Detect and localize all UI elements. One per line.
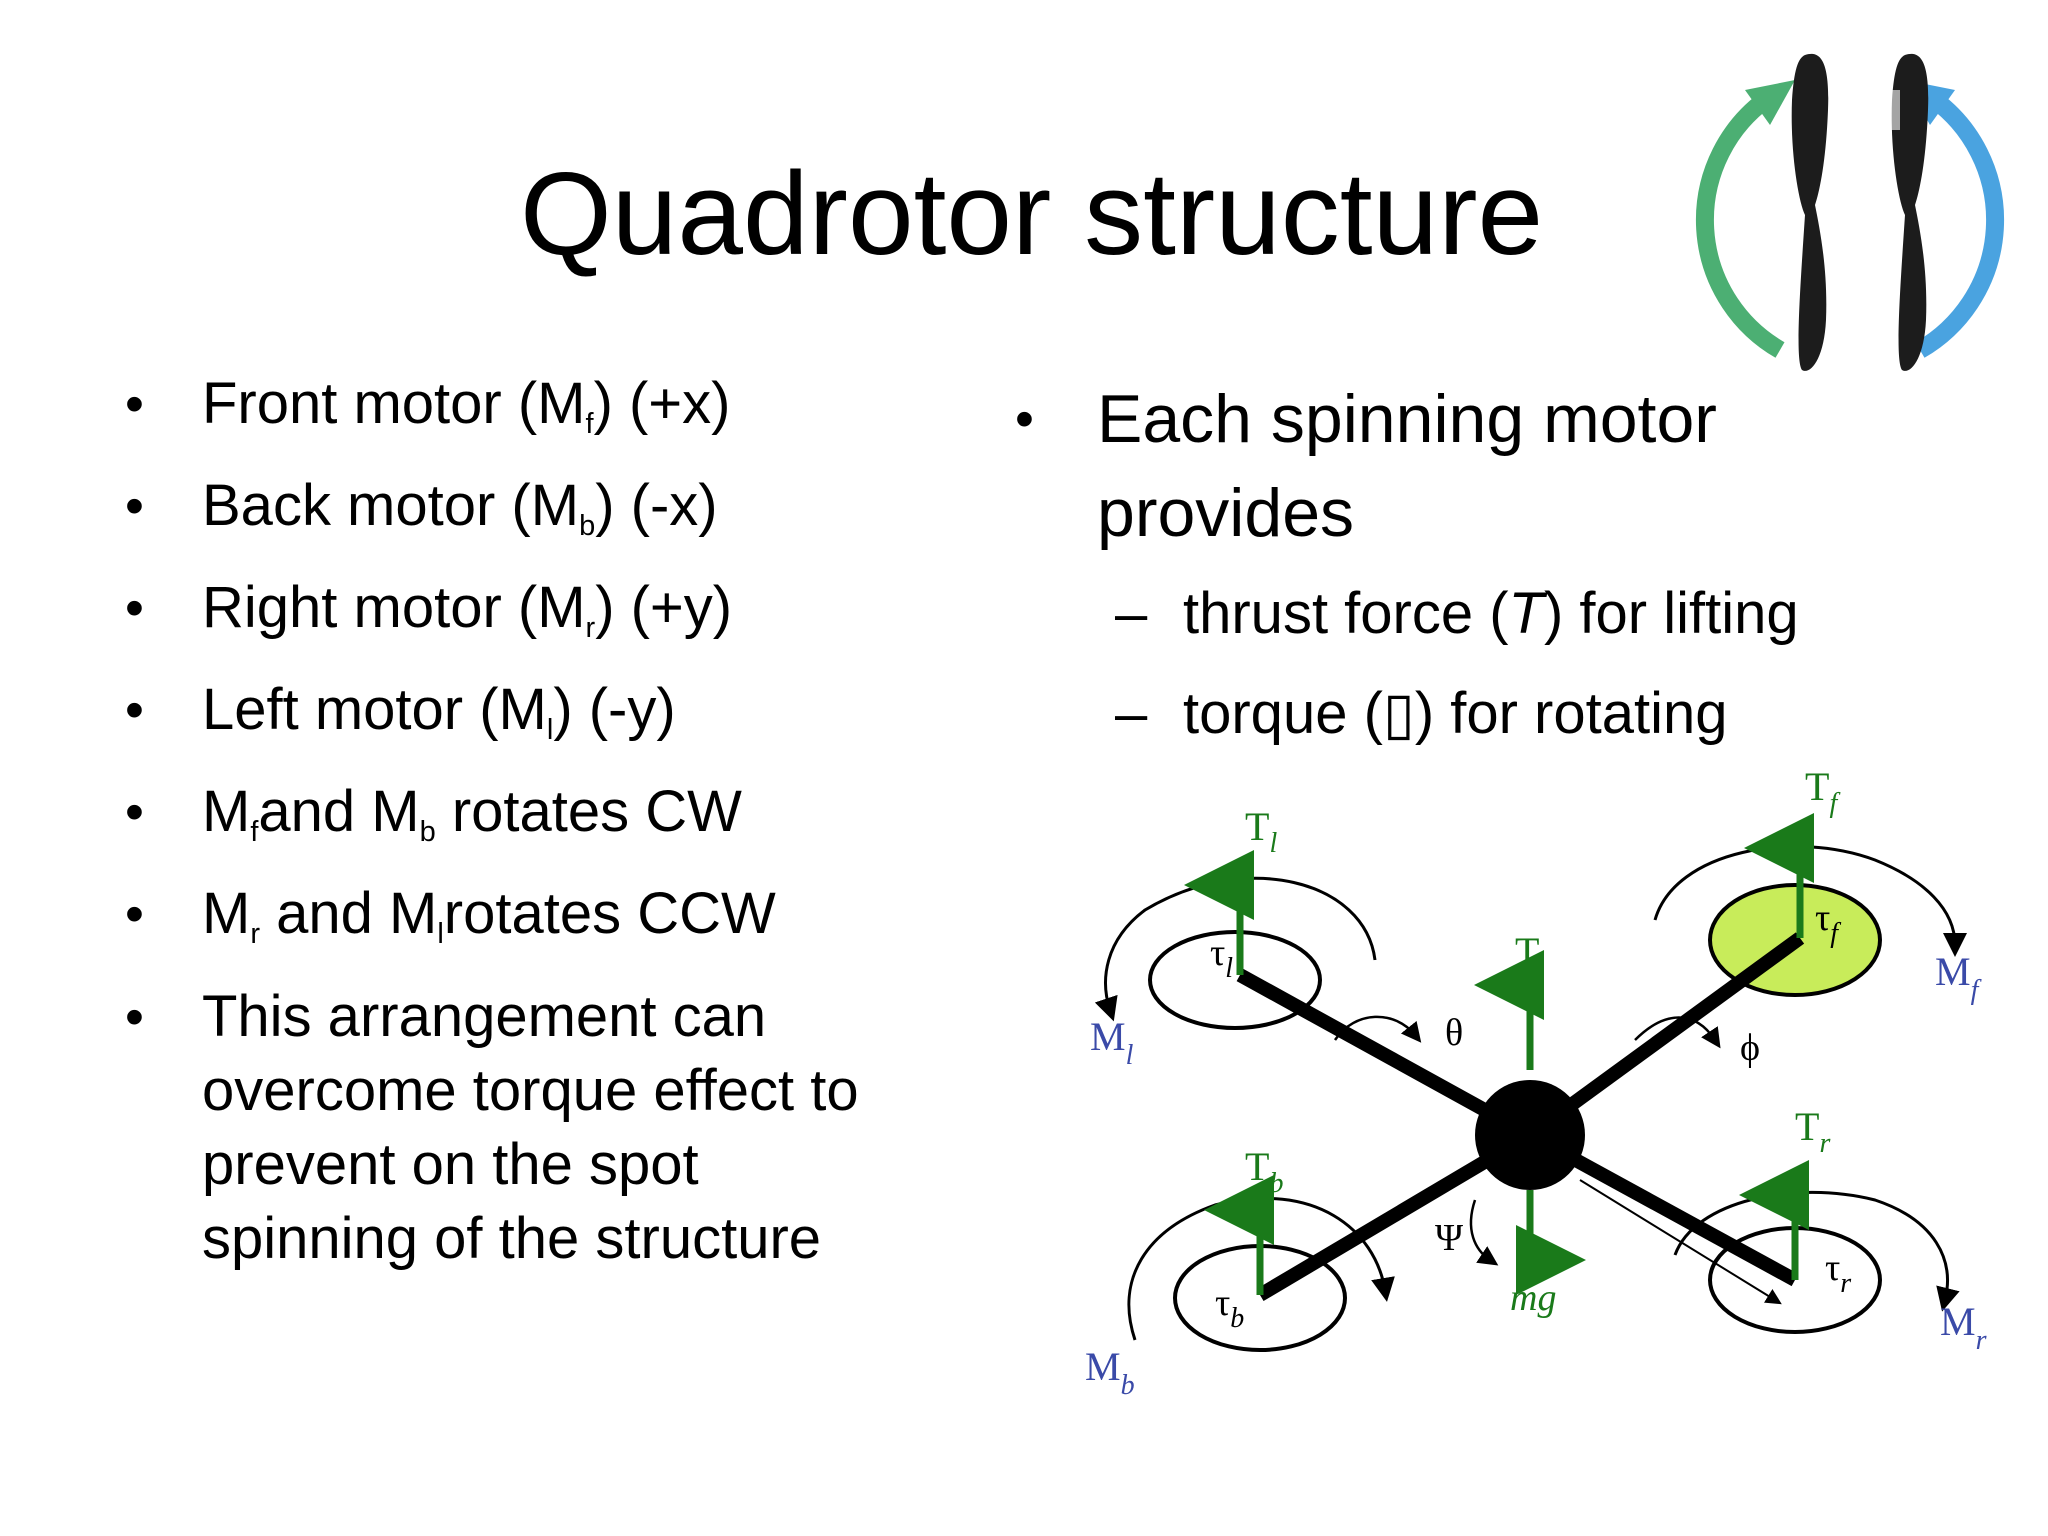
rotation-arc-right bbox=[1673, 1190, 1960, 1312]
bullet-back-motor: • Back motor (Mb) (-x) bbox=[125, 470, 965, 542]
sub-bullet-torque: – torque (▯) for rotating bbox=[1015, 664, 2015, 764]
frame-hub bbox=[1475, 1080, 1585, 1190]
bullet-dot: • bbox=[125, 476, 144, 536]
frame-arm-left bbox=[1236, 968, 1534, 1142]
bullet-spinning-motor: • Each spinning motor provides bbox=[1015, 372, 2015, 560]
psi-label: Ψ bbox=[1435, 1217, 1463, 1259]
dash-marker: – bbox=[1115, 681, 1148, 746]
bullet-dot: • bbox=[125, 782, 144, 842]
motor-label-front: Mf bbox=[1935, 949, 1982, 1006]
rotation-arc-left bbox=[1094, 876, 1377, 1022]
torque-label-left: τl bbox=[1210, 932, 1233, 984]
arm-length-arrow bbox=[1579, 1179, 1782, 1305]
dash-marker: – bbox=[1115, 581, 1148, 646]
ccw-rotation-arrow bbox=[1915, 92, 2005, 358]
thrust-label-center: T bbox=[1515, 929, 1539, 974]
motor-label-left: Ml bbox=[1090, 1014, 1134, 1071]
weight-label: mg bbox=[1510, 1277, 1556, 1319]
propeller-caption-box bbox=[1830, 90, 1900, 130]
motor-label-back: Mb bbox=[1085, 1344, 1135, 1401]
bullet-dot: • bbox=[1015, 389, 1034, 449]
bullet-ccw-rotation: • Mr and Mlrotates CCW bbox=[125, 878, 965, 950]
psi-arc bbox=[1469, 1199, 1499, 1266]
propeller-illustration bbox=[1695, 53, 2005, 371]
phi-arc bbox=[1634, 1016, 1721, 1049]
frame-arm-front bbox=[1525, 932, 1805, 1141]
thrust-label-front: Tf bbox=[1805, 764, 1840, 819]
propeller-blade-right bbox=[1891, 53, 1929, 371]
phi-label: ϕ bbox=[1740, 1027, 1760, 1069]
theta-label: θ bbox=[1445, 1012, 1463, 1054]
right-bullet-list: • Each spinning motor provides – thrust … bbox=[1015, 372, 2015, 764]
bullet-dot: • bbox=[125, 578, 144, 638]
bullet-dot: • bbox=[125, 987, 144, 1047]
bullet-dot: • bbox=[125, 884, 144, 944]
thrust-label-right: Tr bbox=[1795, 1104, 1830, 1159]
torque-label-right: τr bbox=[1825, 1247, 1851, 1299]
bullet-cw-rotation: • Mfand Mb rotates CW bbox=[125, 776, 965, 848]
torque-label-front: τf bbox=[1815, 897, 1841, 949]
motor-label-right: Mr bbox=[1940, 1299, 1987, 1356]
torque-label-back: τb bbox=[1215, 1282, 1244, 1334]
bullet-arrangement: • This arrangement can overcome torque e… bbox=[125, 980, 965, 1276]
bullet-left-motor: • Left motor (Ml) (-y) bbox=[125, 674, 965, 746]
thrust-label-back: Tb bbox=[1245, 1144, 1283, 1199]
bullet-dot: • bbox=[125, 374, 144, 434]
sub-bullet-list: – thrust force (T) for lifting – torque … bbox=[1015, 564, 2015, 764]
sub-bullet-thrust: – thrust force (T) for lifting bbox=[1015, 564, 2015, 664]
bullet-front-motor: • Front motor (Mf) (+x) bbox=[125, 368, 965, 440]
cw-arrow-head bbox=[1745, 80, 1795, 125]
slide-title: Quadrotor structure bbox=[520, 148, 1544, 280]
left-bullet-list: • Front motor (Mf) (+x) • Back motor (Mb… bbox=[125, 368, 965, 1306]
thrust-label-left: Tl bbox=[1245, 804, 1277, 859]
bullet-right-motor: • Right motor (Mr) (+y) bbox=[125, 572, 965, 644]
propeller-blade-left bbox=[1791, 53, 1829, 371]
cw-rotation-arrow bbox=[1695, 92, 1785, 358]
quadrotor-diagram: Tl Tf Tb Tr T mg Ml Mf Mb Mr τl τf τb τr… bbox=[1085, 764, 1987, 1401]
rotation-arc-front bbox=[1653, 845, 1967, 957]
bullet-dot: • bbox=[125, 680, 144, 740]
rotor-left-ellipse bbox=[1148, 930, 1322, 1030]
theta-arc bbox=[1333, 1015, 1422, 1043]
